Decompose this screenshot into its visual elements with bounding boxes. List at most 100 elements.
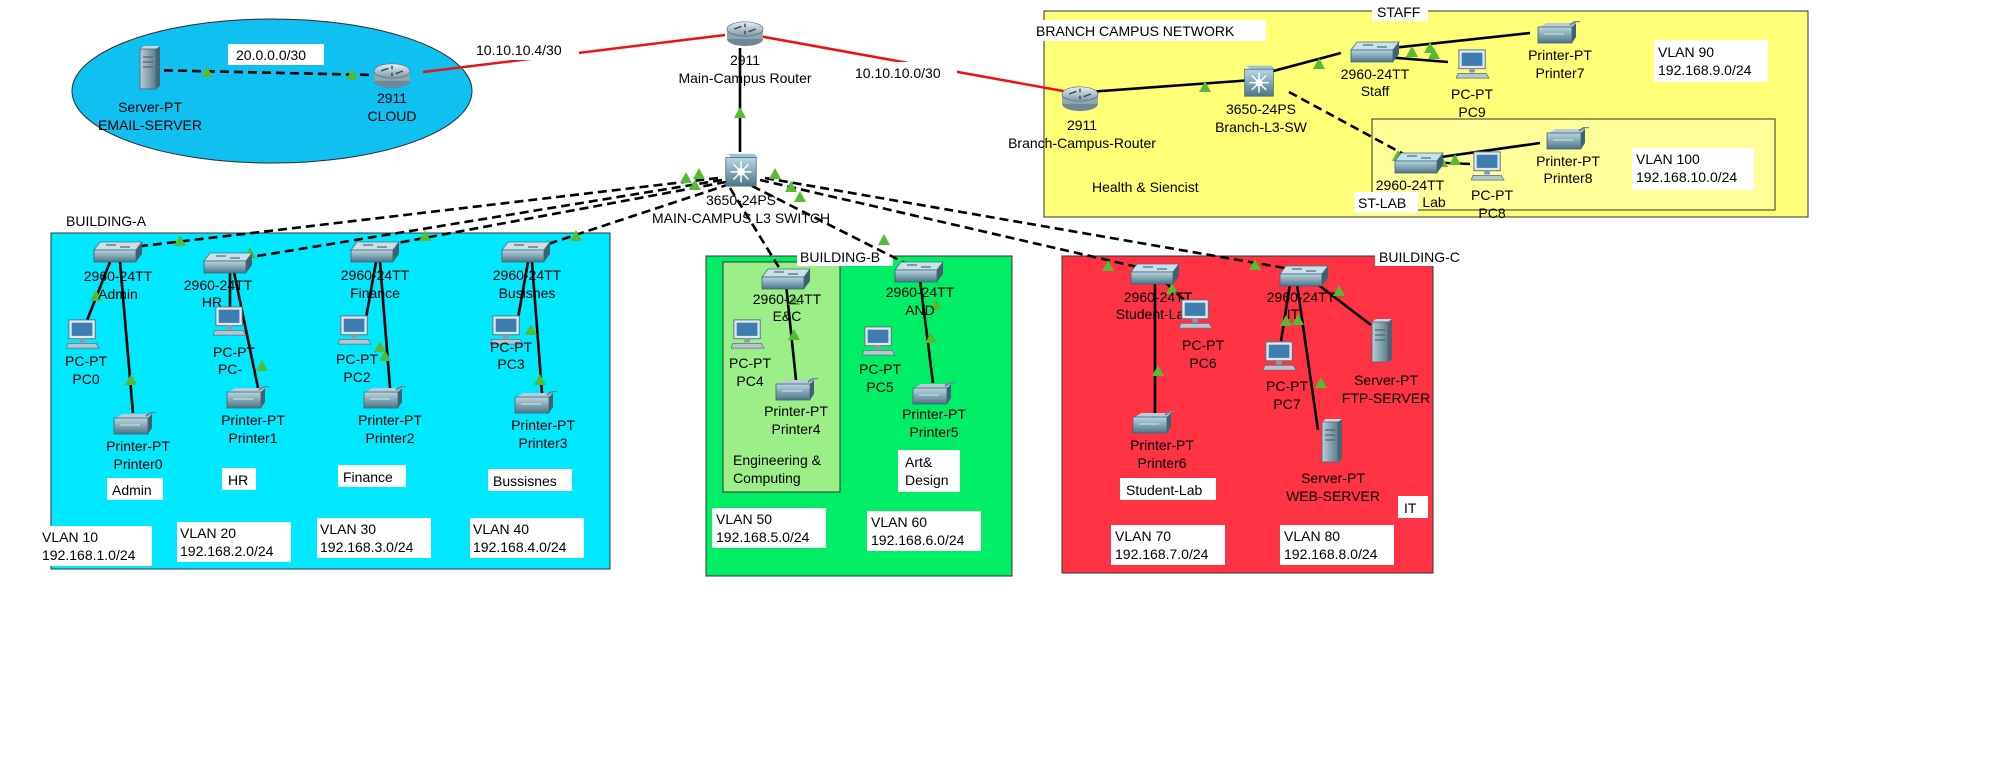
pc2-device[interactable]: PC-PT PC2	[336, 315, 378, 385]
branch-router-device[interactable]: 2911 Branch-Campus-Router	[1008, 86, 1156, 151]
main-campus-l3-switch-device[interactable]: 3650-24PS MAIN-CAMPUS L3 SWITCH	[652, 153, 830, 226]
link-l3-it[interactable]	[764, 176, 1303, 273]
svg-text:Printer6: Printer6	[1137, 455, 1186, 471]
pc7-device[interactable]: PC-PT PC7	[1263, 341, 1308, 412]
vlan20-name: VLAN 20	[180, 525, 236, 541]
branch-l3-switch-device[interactable]: 3650-24PS Branch-L3-SW	[1215, 64, 1308, 135]
port-up-indicator	[1152, 365, 1164, 376]
ftp-server-device[interactable]: Server-PT FTP-SERVER	[1342, 318, 1430, 406]
svg-text:PC8: PC8	[1478, 205, 1505, 221]
link-hr-printer1[interactable]	[232, 271, 260, 389]
svg-text:Printer-PT: Printer-PT	[511, 417, 575, 433]
link-it-pc7[interactable]	[1279, 283, 1292, 342]
svg-text:Lab: Lab	[1422, 194, 1446, 210]
svg-text:2960-24TT: 2960-24TT	[886, 284, 955, 300]
printer1-device[interactable]: Printer-PT Printer1	[221, 386, 285, 446]
pc-icon	[1263, 341, 1297, 371]
pc5-device[interactable]: PC-PT PC5	[859, 326, 901, 395]
svg-text:Finance: Finance	[350, 285, 400, 301]
port-up-indicator	[1166, 283, 1178, 294]
link-and-printer5[interactable]	[918, 279, 935, 384]
finance-switch-device[interactable]: 2960-24TT Finance	[341, 241, 410, 301]
svg-text:PC-PT: PC-PT	[65, 353, 107, 369]
link-l3-hr[interactable]	[232, 178, 723, 262]
web-server-device[interactable]: Server-PT WEB-SERVER	[1286, 418, 1380, 504]
svg-text:Printer-PT: Printer-PT	[1130, 437, 1194, 453]
link-l3-finance[interactable]	[380, 180, 727, 248]
wan-label-cloud-internal: 20.0.0.0/30	[236, 47, 306, 63]
email-server-device[interactable]: Server-PT EMAIL-SERVER	[98, 45, 202, 133]
link-enc-printer4[interactable]	[784, 283, 798, 381]
printer8-device[interactable]: Printer-PT Printer8	[1536, 127, 1600, 186]
link-branchrouter-branchl3[interactable]	[1073, 78, 1254, 95]
cloud-router-device[interactable]: 2911 CLOUD	[367, 63, 417, 124]
svg-text:Printer-PT: Printer-PT	[764, 403, 828, 419]
link-branchl3-lab[interactable]	[1288, 90, 1408, 158]
link-it-ftpserver[interactable]	[1311, 278, 1372, 327]
printer-icon	[226, 386, 269, 409]
enc-switch-device[interactable]: 2960-24TT E&C	[753, 268, 822, 324]
and-switch-device[interactable]: 2960-24TT AND	[886, 261, 955, 318]
admin-switch-device[interactable]: 2960-24TT Admin	[84, 241, 153, 302]
link-business-pc3[interactable]	[516, 261, 530, 319]
printer2-device[interactable]: Printer-PT Printer2	[358, 386, 422, 446]
printer4-device[interactable]: Printer-PT Printer4	[764, 378, 828, 437]
it-switch-device[interactable]: 2960-24TT IT	[1267, 265, 1336, 322]
link-business-printer3[interactable]	[530, 261, 544, 394]
svg-text:Server-PT: Server-PT	[1354, 372, 1418, 388]
link-admin-pc0[interactable]	[84, 261, 112, 324]
svg-text:EMAIL-SERVER: EMAIL-SERVER	[98, 117, 202, 133]
student-lab-switch-device[interactable]: 2960-24TT Student-La	[1116, 263, 1193, 322]
link-email-cloud[interactable]	[149, 68, 373, 77]
main-campus-router-device[interactable]: 2911 Main-Campus Router	[678, 21, 812, 86]
printer5-device[interactable]: Printer-PT Printer5	[902, 382, 966, 440]
printer7-device[interactable]: Printer-PT Printer7	[1528, 21, 1592, 81]
svg-text:Staff: Staff	[1361, 83, 1390, 99]
link-finance-printer2[interactable]	[378, 261, 392, 389]
printer6-device[interactable]: Printer-PT Printer6	[1130, 411, 1194, 471]
staff-switch-device[interactable]: 2960-24TT Staff	[1341, 41, 1410, 99]
link-branchl3-staff[interactable]	[1261, 51, 1342, 76]
link-it-webserver[interactable]	[1295, 283, 1320, 431]
printer3-device[interactable]: Printer-PT Printer3	[511, 391, 575, 451]
port-up-indicator	[794, 191, 806, 202]
staff-label: STAFF	[1377, 4, 1420, 20]
svg-text:Printer-PT: Printer-PT	[902, 406, 966, 422]
port-up-indicator	[788, 329, 800, 340]
svg-text:Printer3: Printer3	[518, 435, 567, 451]
link-l3-enc[interactable]	[728, 187, 782, 270]
svg-text:2911: 2911	[1067, 117, 1097, 133]
lab-switch-device[interactable]: 2960-24TT Lab	[1376, 152, 1446, 210]
pc-icon	[1179, 299, 1213, 329]
pc9-device[interactable]: PC-PT PC9	[1451, 49, 1493, 120]
link-l3-admin[interactable]	[124, 176, 719, 250]
pc8-device[interactable]: PC-PT PC8	[1471, 151, 1513, 221]
svg-text:HR: HR	[202, 294, 222, 310]
port-up-indicator	[1249, 259, 1261, 270]
port-up-indicator	[1102, 260, 1114, 271]
svg-text:2960-24TT: 2960-24TT	[341, 267, 410, 283]
svg-text:FTP-SERVER: FTP-SERVER	[1342, 390, 1430, 406]
pc1-device[interactable]: PC-PT PC-	[213, 306, 255, 377]
link-l3-and[interactable]	[751, 184, 908, 266]
svg-text:Branch-L3-SW: Branch-L3-SW	[1215, 119, 1308, 135]
port-up-indicator	[1449, 154, 1461, 165]
printer0-device[interactable]: Printer-PT Printer0	[106, 412, 170, 472]
hr-switch-device[interactable]: 2960-24TT HR	[184, 252, 253, 310]
link-l3-business[interactable]	[532, 182, 731, 251]
svg-text:AND: AND	[905, 302, 935, 318]
pc6-device[interactable]: PC-PT PC6	[1179, 299, 1224, 371]
svg-text:2960-24TT: 2960-24TT	[84, 268, 153, 284]
business-switch-device[interactable]: 2960-24TT Busisnes	[493, 241, 562, 301]
vlan100-name: VLAN 100	[1636, 151, 1700, 167]
pc4-device[interactable]: PC-PT PC4	[729, 319, 771, 389]
link-finance-pc2[interactable]	[364, 261, 378, 319]
link-admin-printer0[interactable]	[118, 261, 135, 414]
link-l3-student[interactable]	[759, 178, 1143, 270]
pc3-device[interactable]: PC-PT PC3	[490, 315, 532, 372]
st-lab-label: ST-LAB	[1358, 195, 1406, 211]
building-b-label: BUILDING-B	[800, 249, 880, 265]
svg-text:2911: 2911	[730, 52, 760, 68]
pc0-device[interactable]: PC-PT PC0	[65, 319, 107, 387]
